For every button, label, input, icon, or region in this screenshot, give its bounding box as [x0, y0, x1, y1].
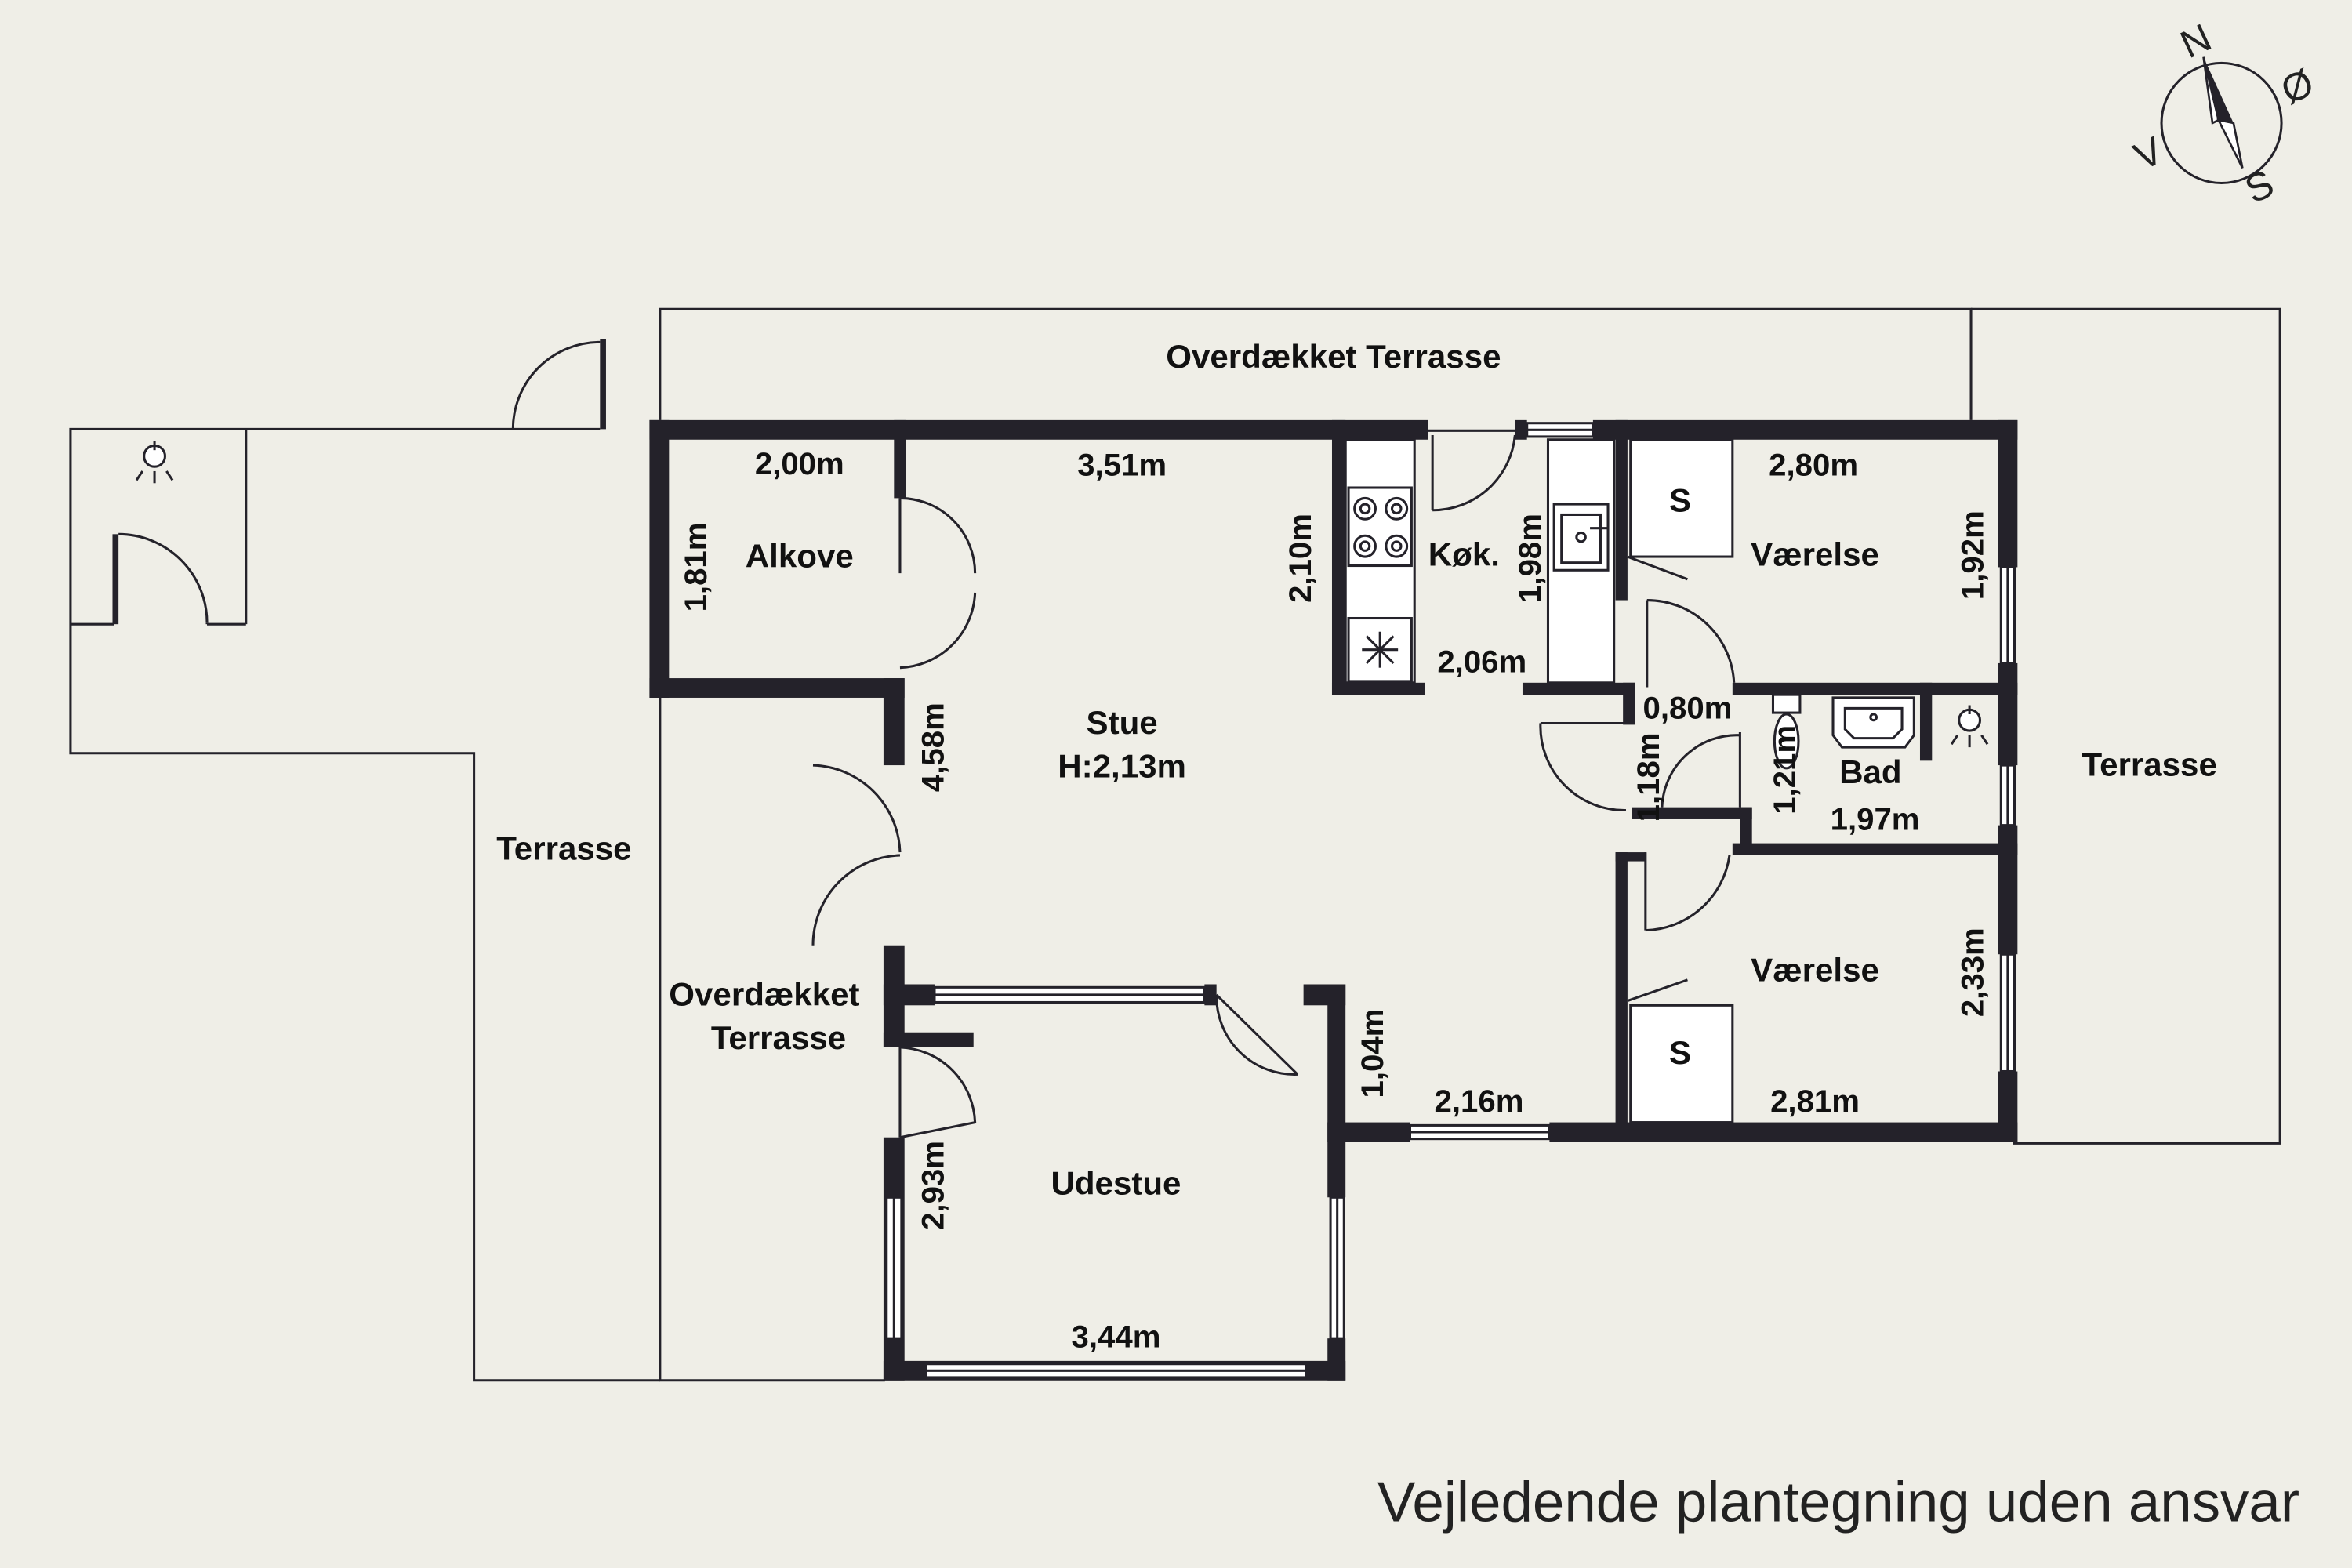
dimension-kitchen-width: 2,06m	[1437, 644, 1526, 679]
room-label-covered-terrace-left-line2: Terrasse	[711, 1019, 846, 1056]
terrace-gate-door	[511, 339, 606, 430]
toilet-icon	[1771, 693, 1802, 770]
room-label-kitchen: Køk.	[1428, 536, 1500, 573]
room-label-udestue: Udestue	[1051, 1164, 1181, 1201]
dimension-hall-depth: 1,18m	[1631, 732, 1666, 822]
closet-symbol: S	[1669, 1034, 1691, 1071]
kitchen-sink-icon	[1552, 503, 1610, 572]
room-label-terrace-right: Terrasse	[2082, 746, 2217, 782]
compass-icon: N Ø S V	[2127, 15, 2320, 212]
terrace-outlines	[69, 307, 2281, 1382]
room-label-covered-terrace-left-line1: Overdækket	[669, 975, 859, 1012]
room-label-bedroom-1: Værelse	[1751, 536, 1879, 573]
outdoor-light-icon	[135, 441, 174, 484]
dimension-bedroom1-width: 2,80m	[1769, 448, 1858, 483]
room-label-stue: Stue	[1087, 704, 1158, 741]
dimension-kitchen-depth-right: 1,98m	[1512, 514, 1548, 603]
dimension-alkove-depth: 1,81m	[678, 522, 713, 612]
dimension-stue-depth: 4,58m	[915, 702, 950, 792]
bath-sink-icon	[1831, 696, 1915, 749]
closet-bedroom-2: S	[1627, 978, 1734, 1124]
dimension-entry-width: 2,16m	[1435, 1083, 1524, 1119]
dimension-bedroom2-depth: 2,33m	[1955, 927, 1990, 1017]
room-height-stue: H:2,13m	[1058, 747, 1186, 784]
compass-east-label: Ø	[2274, 60, 2321, 113]
compass-south-label: S	[2238, 161, 2281, 212]
dimension-bedroom2-width: 2,81m	[1770, 1083, 1860, 1119]
closet-symbol: S	[1669, 482, 1691, 519]
dimension-bedroom1-depth: 1,92m	[1955, 510, 1990, 600]
dimension-alkove-width: 2,00m	[755, 446, 844, 481]
dimension-stue-width: 3,51m	[1077, 448, 1167, 483]
dimension-entry-depth: 1,04m	[1355, 1009, 1390, 1098]
disclaimer-text: Vejledende plantegning uden ansvar	[1377, 1471, 2299, 1534]
dimension-hall-width: 0,80m	[1642, 691, 1732, 726]
dimension-bath-width: 1,97m	[1831, 801, 1920, 837]
room-label-terrace-left: Terrasse	[496, 830, 631, 867]
room-label-alkove: Alkove	[746, 537, 854, 574]
dimension-udestue-width: 3,44m	[1072, 1319, 1161, 1355]
compass-north-label: N	[2174, 15, 2218, 67]
dimension-kitchen-depth-left: 2,10m	[1283, 514, 1318, 603]
room-label-bath: Bad	[1839, 753, 1901, 790]
freezer-icon	[1347, 616, 1413, 683]
closet-bedroom-1: S	[1627, 438, 1734, 581]
room-label-covered-terrace-top: Overdækket Terrasse	[1166, 338, 1501, 375]
outdoor-light-icon	[1950, 705, 1989, 748]
dimension-bath-depth: 1,21m	[1767, 725, 1802, 815]
room-label-bedroom-2: Værelse	[1751, 952, 1879, 989]
annex-door	[112, 532, 209, 625]
dimension-labels: 2,00m 1,81m 3,51m 4,58m 2,10m 1,98m 2,06…	[678, 446, 1990, 1355]
stove-icon	[1347, 486, 1413, 568]
doors	[811, 429, 1741, 1139]
dimension-udestue-depth: 2,93m	[915, 1141, 950, 1230]
windows	[885, 422, 2016, 1379]
room-labels: Overdækket Terrasse Alkove Stue H:2,13m …	[496, 338, 2217, 1202]
